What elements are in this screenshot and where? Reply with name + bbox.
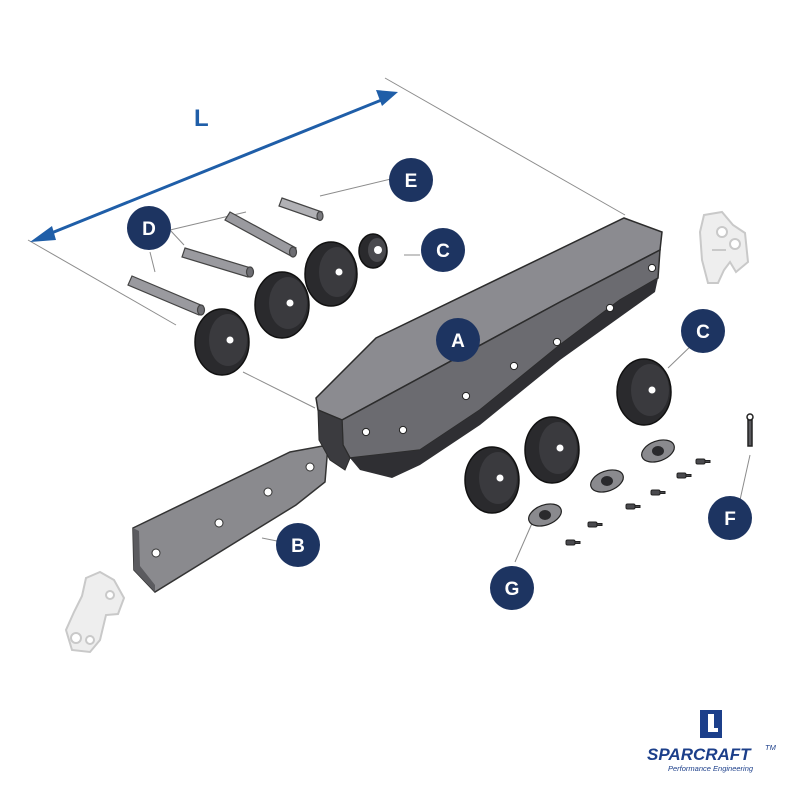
callout-f: F [708,496,752,540]
part-c-sheave-right [616,358,672,426]
pin-d-2 [181,247,255,278]
screw [650,489,666,496]
part-a-body [315,217,663,478]
shackle-fitting-top-right [698,210,750,284]
screw [587,521,603,528]
sheave-4 [464,446,520,514]
callout-a: A [436,318,480,362]
part-b-plate [132,444,329,593]
svg-text:C: C [436,241,450,262]
logo-brand: SPARCRAFT [647,745,752,764]
pin-d-3 [127,275,206,316]
svg-text:A: A [451,331,465,352]
dimension-arrow-l: L [30,90,398,242]
bushing-1 [528,503,562,527]
screw [676,472,692,479]
shackle-fitting-bottom-left [64,570,126,654]
svg-text:C: C [696,322,710,343]
sparcraft-logo: SPARCRAFT TM Performance Engineering [647,710,777,773]
part-c-small-sheave [358,233,388,269]
callout-b: B [276,523,320,567]
sheave-2 [254,271,310,339]
screws [565,458,711,546]
svg-text:G: G [505,579,520,600]
callout-c-upper: C [421,228,465,272]
callout-d: D [127,206,171,250]
bushing-3 [641,439,675,463]
pin-d-1 [224,211,298,258]
screw [625,503,641,510]
part-f-pin [746,413,754,447]
sheave-5 [524,416,580,484]
screw [565,539,581,546]
svg-text:F: F [724,509,736,530]
bushing-2 [590,469,624,493]
extension-lines [27,77,751,563]
part-g-bushings [528,439,675,527]
logo-tagline: Performance Engineering [668,764,754,773]
svg-text:D: D [142,219,156,240]
dimension-label: L [194,105,209,132]
svg-text:B: B [291,536,305,557]
logo-trademark: TM [765,743,777,752]
callout-g: G [490,566,534,610]
screw [695,458,711,465]
sheave-3 [304,241,358,307]
callout-c-right: C [681,309,725,353]
part-d-pins [127,211,298,316]
part-e-pin [278,197,324,222]
callout-e: E [389,158,433,202]
sheave-1 [194,308,250,376]
logo-mark-icon [700,710,722,738]
svg-text:E: E [405,171,418,192]
